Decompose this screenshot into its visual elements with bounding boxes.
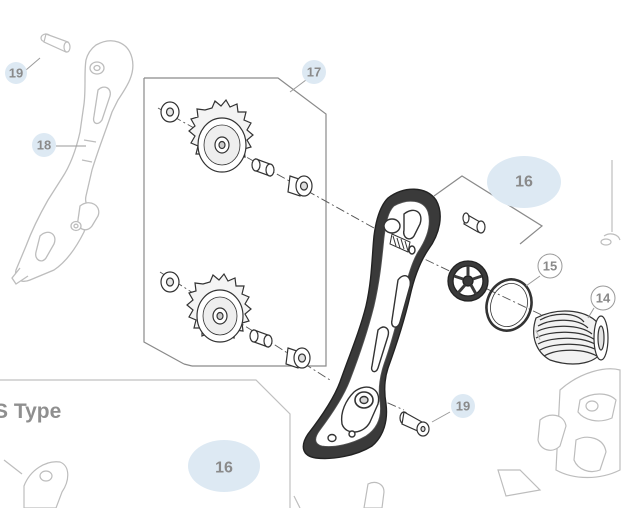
upper-bushing xyxy=(251,158,275,177)
lower-cap xyxy=(285,347,311,369)
type-label: S Type xyxy=(0,400,61,423)
lower-tension-pulley xyxy=(186,272,252,343)
callout-17: 17 xyxy=(289,60,326,93)
callout-number: 14 xyxy=(596,291,611,306)
pulley-set-box xyxy=(143,77,327,367)
callout-19-top-left: 19 xyxy=(5,57,41,84)
callout-number: 17 xyxy=(307,65,321,80)
callout-number: 16 xyxy=(515,174,533,191)
outer-cage-plate-faded xyxy=(11,40,134,285)
lower-pulley-assembly xyxy=(160,271,311,369)
callout-number: 19 xyxy=(9,66,23,81)
inner-cage-plate xyxy=(302,188,441,460)
o-ring xyxy=(485,278,533,332)
callout-number: 15 xyxy=(543,259,557,274)
spoked-cap xyxy=(447,260,489,302)
s-type-cage-faded xyxy=(3,459,69,508)
callout-number: 16 xyxy=(215,460,233,477)
s-type-faded-parts xyxy=(293,481,385,508)
callout-15: 15 xyxy=(525,253,563,287)
callout-number: 18 xyxy=(37,138,51,153)
cage-bolt-faded-top xyxy=(40,33,71,53)
spring-pin xyxy=(389,233,416,255)
lower-bushing xyxy=(249,329,273,348)
callout-16-bottom: 16 xyxy=(188,440,260,492)
s-type-section: S Type 16 xyxy=(0,379,385,508)
callout-14: 14 xyxy=(587,285,616,319)
upper-jockey-pulley xyxy=(188,98,254,173)
upper-pulley-assembly xyxy=(160,98,313,197)
upper-washer-left xyxy=(160,101,180,123)
callout-16-right: 16 xyxy=(487,156,561,208)
derailleur-body-faded xyxy=(497,160,621,497)
callout-18: 18 xyxy=(32,133,86,157)
small-plug xyxy=(462,212,486,234)
cage-bolt-bottom xyxy=(399,411,430,437)
lower-washer-left xyxy=(160,271,180,293)
upper-cap xyxy=(287,175,313,197)
callout-19-bottom: 19 xyxy=(431,394,475,423)
callout-number: 19 xyxy=(456,399,470,414)
tension-spring xyxy=(533,310,609,365)
